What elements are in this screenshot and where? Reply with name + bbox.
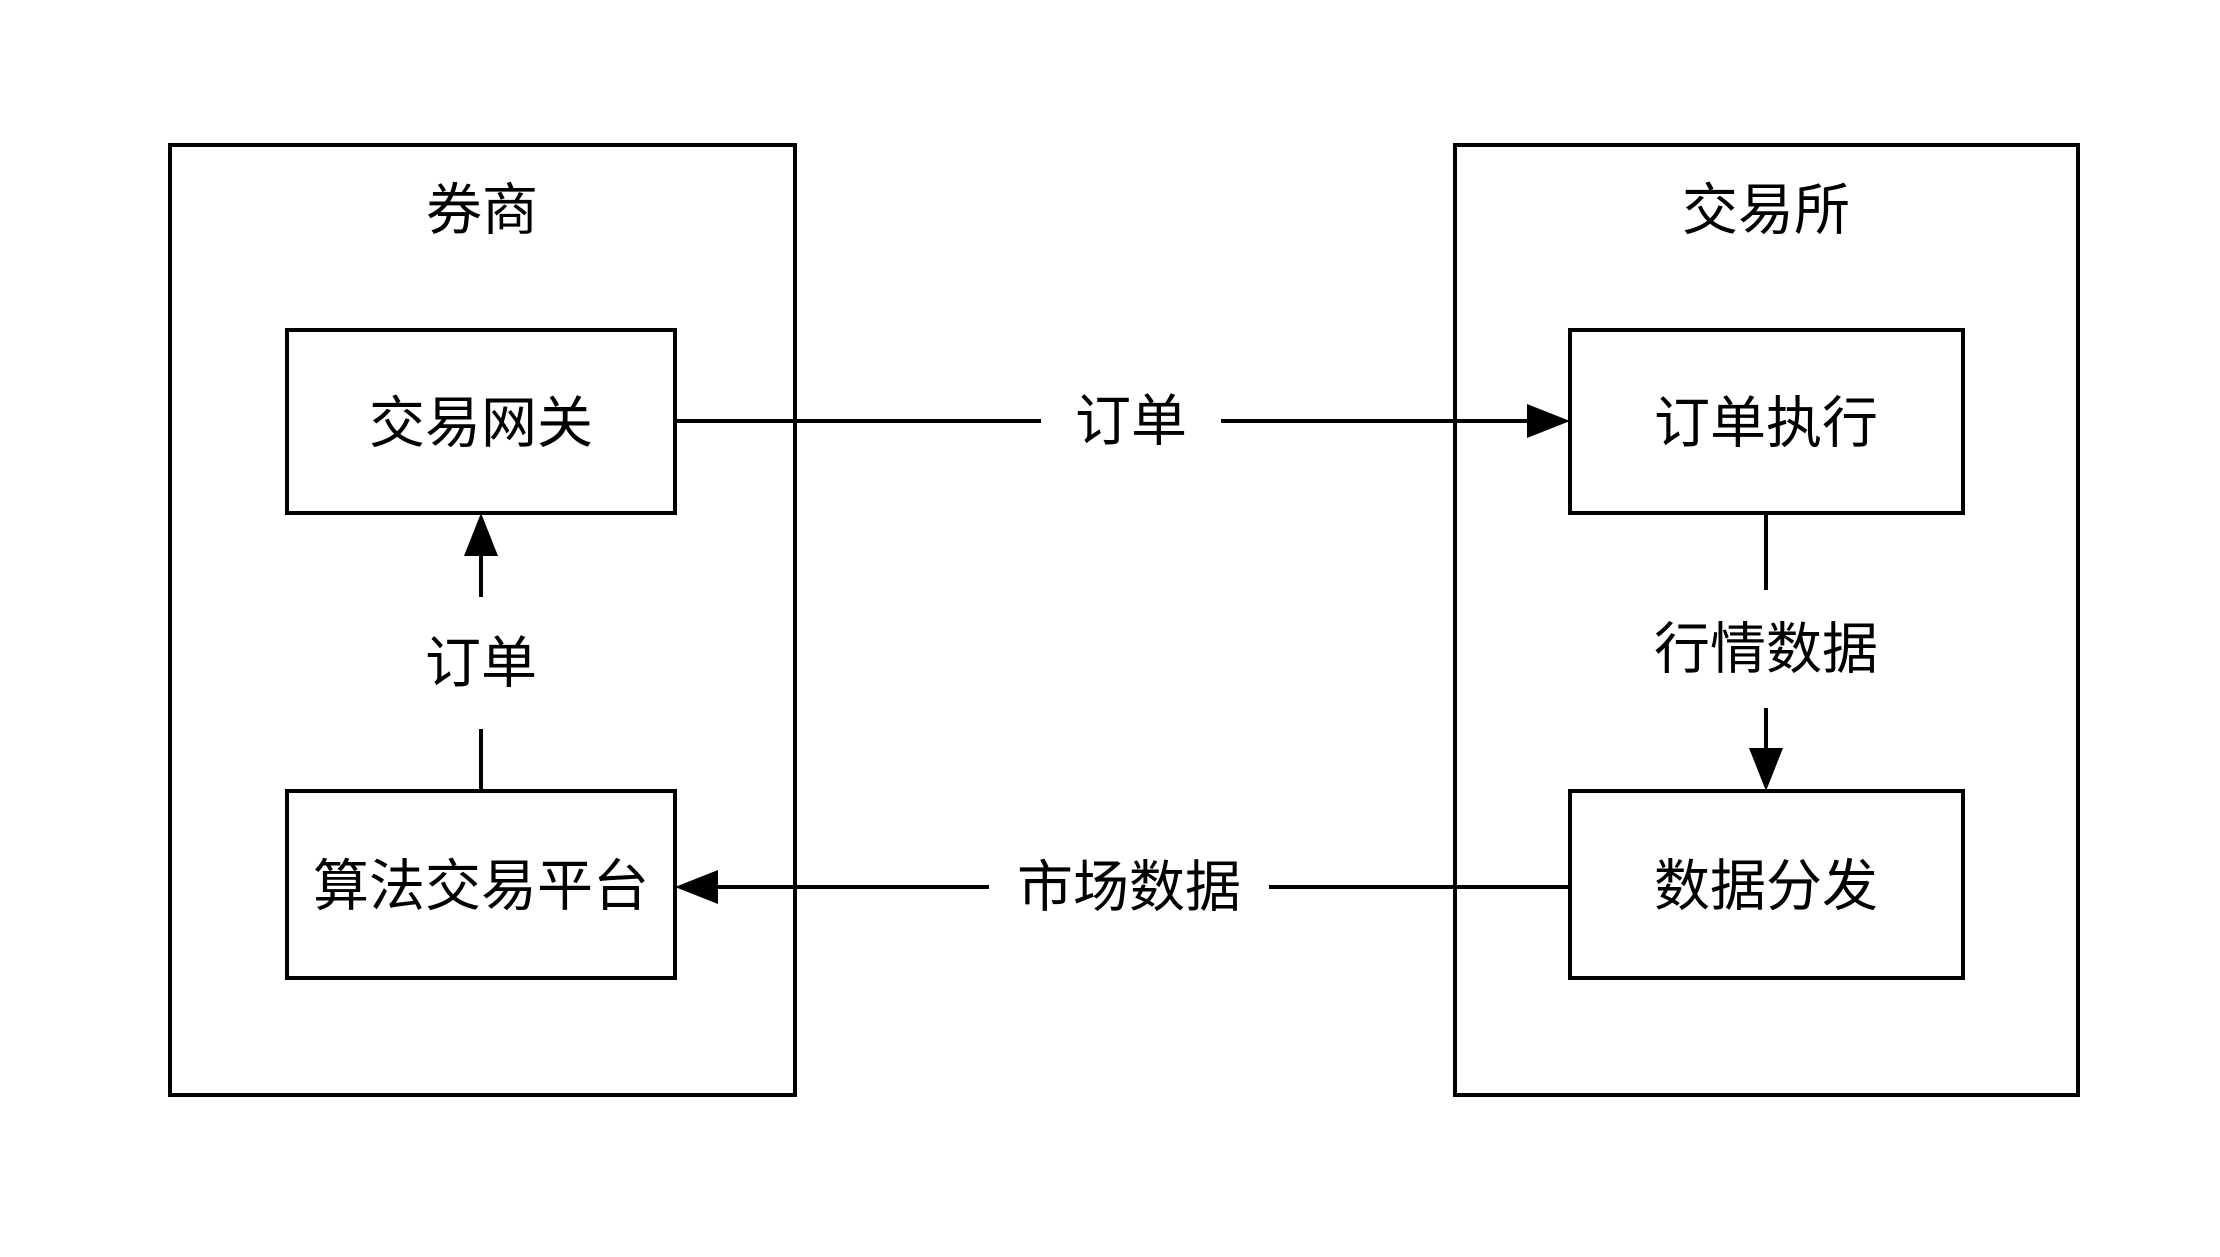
- data-distribution-label: 数据分发: [1654, 855, 1878, 918]
- algo-trading-platform-label: 算法交易平台: [313, 855, 649, 918]
- order-right-arrowhead-icon: [1527, 404, 1570, 438]
- quote-down-arrowhead-icon: [1749, 748, 1783, 791]
- exchange-container-title: 交易所: [1682, 179, 1850, 242]
- market-left-arrowhead-icon: [675, 870, 718, 904]
- broker-container-title: 券商: [426, 179, 538, 242]
- quote-down-edge-label: 行情数据: [1654, 618, 1878, 681]
- order-execution-node: [1568, 328, 1965, 515]
- order-up-edge-label: 订单: [425, 632, 537, 695]
- order-execution-label: 订单执行: [1654, 392, 1878, 455]
- exchange-container-box: [1453, 143, 2080, 1097]
- market-left-edge-label: 市场数据: [1017, 856, 1241, 919]
- order-up-arrowhead-icon: [464, 513, 498, 556]
- broker-container-box: [168, 143, 797, 1097]
- trading-gateway-label: 交易网关: [369, 392, 593, 455]
- data-distribution-node: [1568, 789, 1965, 980]
- algo-trading-platform-node: [285, 789, 677, 980]
- order-right-edge-label: 订单: [1075, 390, 1187, 453]
